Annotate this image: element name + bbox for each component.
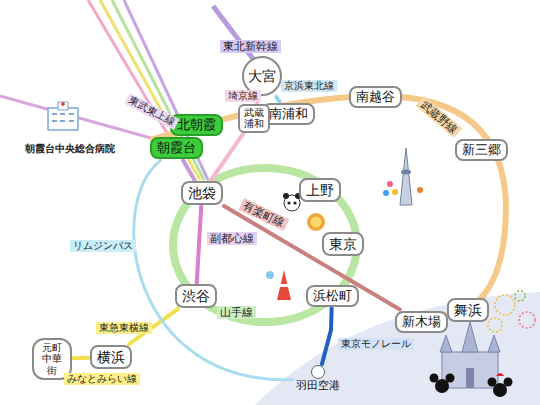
- skytree-icon: [383, 148, 423, 205]
- station-box: 池袋: [181, 181, 223, 205]
- station-name: 舞浜: [454, 302, 482, 318]
- rail-line: [322, 308, 332, 364]
- station-name: 朝霞台: [157, 141, 196, 156]
- station-box: 武蔵 浦和: [238, 104, 270, 133]
- station-box: 渋谷: [175, 284, 217, 308]
- station-box: 南越谷: [349, 86, 402, 109]
- station-name: 元町 中華街: [38, 342, 66, 377]
- airport-station: 羽田空港: [294, 365, 342, 393]
- castle-icon: [440, 322, 500, 388]
- line-name: 東京モノレール: [338, 338, 414, 350]
- station-name: 新三郷: [462, 143, 501, 158]
- station-box: 横浜: [90, 345, 132, 369]
- line-name: 京浜東北線: [281, 80, 337, 92]
- station-dot: [311, 365, 325, 379]
- station-name: 東京: [329, 236, 357, 252]
- station-name: 横浜: [97, 349, 125, 365]
- station-box: 上野: [299, 178, 341, 202]
- place-label: 朝霞台中央総合病院: [22, 143, 118, 155]
- station-name: 上野: [306, 182, 334, 198]
- tokyo-tower-icon: [266, 270, 291, 300]
- station-name: 大宮: [248, 62, 276, 90]
- hospital-icon: [48, 102, 78, 130]
- musashino-line: [150, 96, 506, 322]
- line-name: 東武東上線: [124, 93, 179, 130]
- line-name: リムジンバス: [70, 240, 136, 252]
- yamanote-loop: [173, 168, 357, 322]
- line-name: 東急東横線: [96, 322, 152, 334]
- rail-line: [73, 356, 89, 360]
- line-band: [0, 0, 208, 182]
- rail-line: [276, 97, 279, 102]
- station-name: 池袋: [188, 185, 216, 201]
- line-name: 山手線: [217, 306, 256, 319]
- line-name: 埼京線: [225, 90, 261, 102]
- station-name: 武蔵 浦和: [243, 107, 265, 130]
- station-box: 東京: [322, 232, 364, 256]
- station-box: 北朝霞: [170, 114, 223, 137]
- station-name: 北朝霞: [177, 118, 216, 133]
- line-name: 有楽町線: [238, 198, 289, 231]
- station-box: 朝霞台: [150, 137, 203, 160]
- station-name: 渋谷: [182, 288, 210, 304]
- station-name: 新木場: [402, 315, 441, 330]
- line-name: 武蔵野線: [416, 96, 463, 138]
- line-name: みなとみらい線: [64, 373, 140, 385]
- station-box: 浜松町: [306, 285, 359, 308]
- station-box: 新木場: [395, 311, 448, 334]
- station-name: 浜松町: [313, 289, 352, 304]
- fireworks-icon: [488, 291, 535, 332]
- line-name: 東北新幹線: [220, 40, 281, 53]
- rail-line: [224, 206, 400, 310]
- rail-line: [134, 160, 293, 379]
- line-name: 副都心線: [207, 232, 257, 245]
- rail-line: [211, 134, 243, 181]
- rail-line: [183, 160, 194, 180]
- station-name: 羽田空港: [296, 380, 340, 393]
- station-box: 新三郷: [455, 139, 508, 162]
- station-box: 舞浜: [447, 298, 489, 322]
- station-name: 南浦和: [269, 107, 308, 122]
- station-name: 南越谷: [356, 90, 395, 105]
- rail-line: [197, 206, 201, 283]
- mickey-icons: [430, 373, 513, 397]
